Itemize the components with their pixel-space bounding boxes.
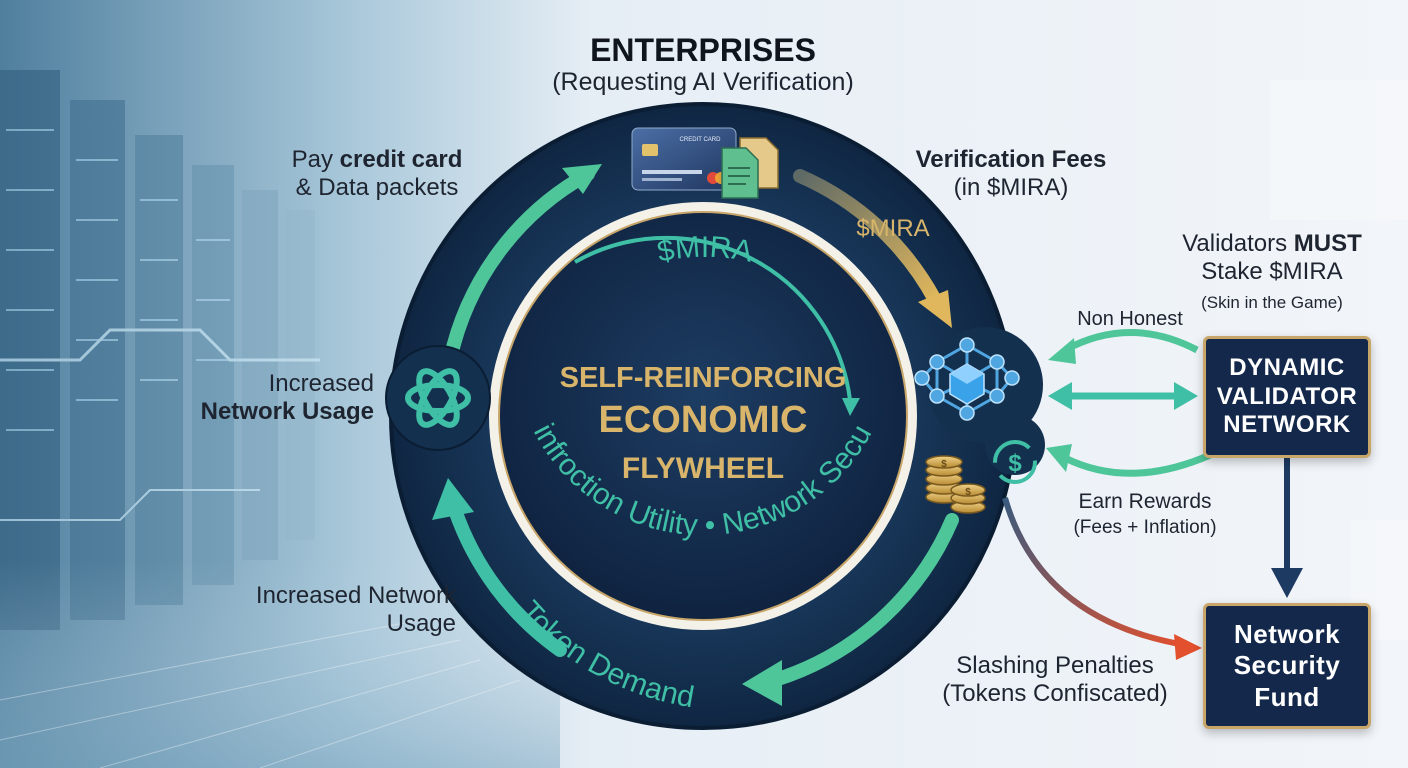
fees-label: Verification Fees (in $MIRA)	[900, 146, 1122, 203]
openai-logo-icon	[386, 346, 490, 450]
validators-label: Validators MUST Stake $MIRA (Skin in the…	[1160, 230, 1384, 315]
center-line-3: FLYWHEEL	[622, 452, 784, 485]
center-line-1: SELF-REINFORCING	[560, 362, 847, 394]
svg-text:$: $	[941, 459, 947, 470]
earn-rewards-label: Earn Rewards (Fees + Inflation)	[1040, 490, 1250, 540]
mira-outer-text: $MIRA	[856, 215, 929, 242]
mira-inner-text: $MIRA	[655, 231, 756, 269]
svg-text:$: $	[1008, 450, 1022, 477]
network-security-fund-box: Network Security Fund	[1203, 603, 1371, 729]
center-line-2: ECONOMIC	[599, 399, 808, 441]
usage-label-2: Increased Network Usage	[212, 582, 456, 639]
non-honest-label: Non Honest	[1060, 308, 1200, 332]
credit-card-icon: CREDIT CARD	[632, 128, 736, 190]
svg-text:CREDIT CARD: CREDIT CARD	[680, 137, 722, 143]
svg-text:$: $	[965, 487, 971, 498]
slashing-label: Slashing Penalties (Tokens Confiscated)	[930, 652, 1180, 709]
validator-network-box: DYNAMIC VALIDATOR NETWORK	[1203, 336, 1371, 458]
enterprises-title: ENTERPRISES	[520, 32, 886, 70]
enterprises-subtitle: (Requesting AI Verification)	[500, 68, 906, 98]
pay-label: Pay credit card & Data packets	[270, 146, 484, 203]
usage-label-1: Increased Network Usage	[178, 370, 374, 427]
